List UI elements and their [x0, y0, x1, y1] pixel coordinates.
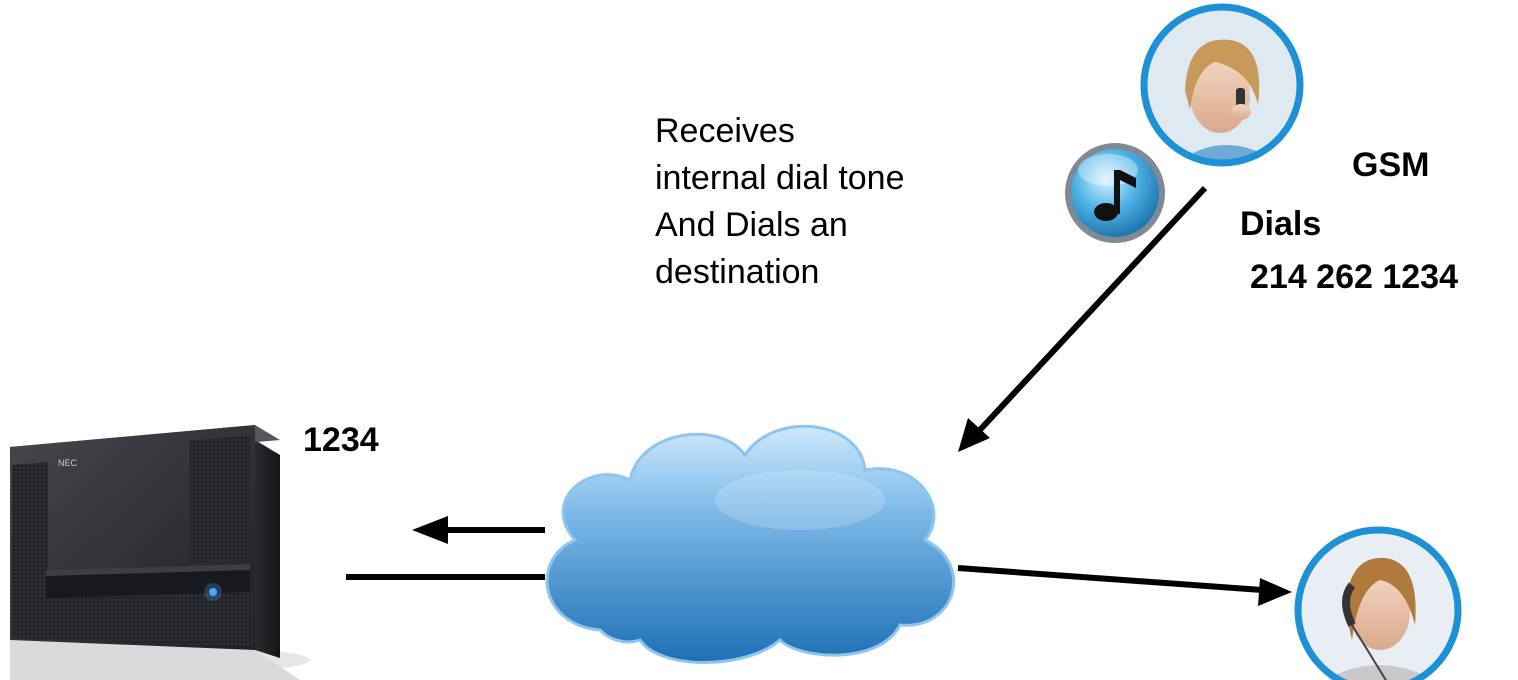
woman-mobile-phone-avatar: [1140, 3, 1304, 167]
pbx-brand-label: NEC: [58, 458, 78, 468]
description-line-2: internal dial tone: [655, 159, 905, 197]
pbx-cloud-arrows: [346, 516, 545, 580]
dial-tone-description: Receives internal dial tone And Dials an…: [655, 108, 905, 296]
extension-label: 1234: [303, 421, 379, 459]
dialed-number-label: 214 262 1234: [1250, 258, 1458, 296]
music-note-icon: [1065, 143, 1165, 243]
dials-label: Dials: [1240, 205, 1322, 243]
gsm-call-arrow: [958, 185, 1208, 452]
woman-desk-phone-avatar: [1294, 526, 1462, 680]
outbound-call-arrow: [957, 565, 1292, 606]
description-line-1: Receives: [655, 112, 795, 150]
description-line-4: destination: [655, 253, 820, 291]
gsm-label: GSM: [1352, 146, 1430, 184]
network-cloud-icon: [545, 424, 955, 664]
pbx-device-icon: [10, 425, 310, 680]
description-line-3: And Dials an: [655, 206, 848, 244]
